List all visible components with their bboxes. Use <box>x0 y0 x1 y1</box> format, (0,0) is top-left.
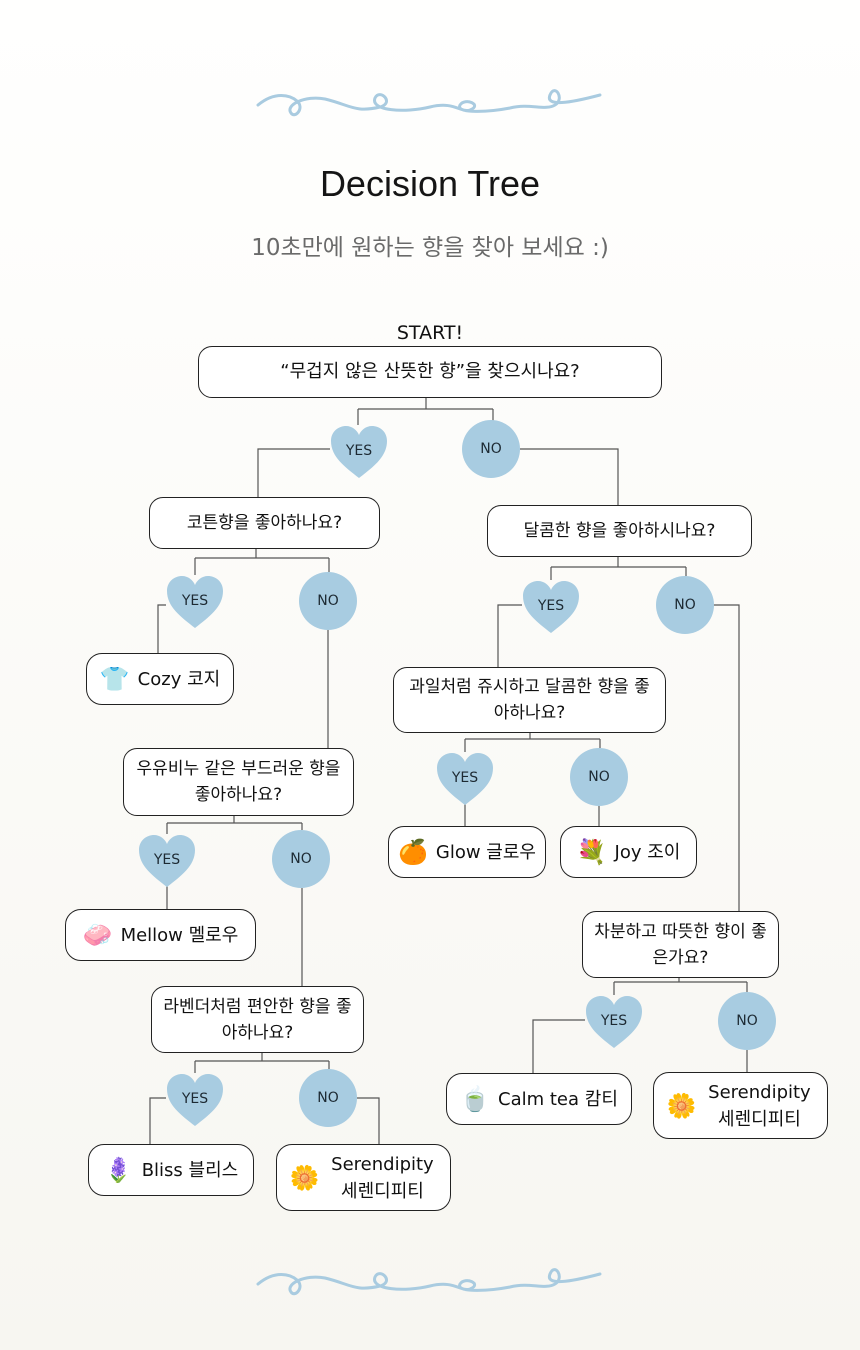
lavender-icon: 🪻 <box>103 1156 134 1184</box>
heart-icon <box>331 426 387 478</box>
tea-cup-icon: 🍵 <box>460 1085 491 1113</box>
question-q5: 우유비누 같은 부드러운 향을 좋아하나요? <box>123 748 354 816</box>
meadow-icon: 🌼 <box>289 1163 320 1192</box>
no-circle-q1: NO <box>462 420 520 478</box>
no-circle-q4: NO <box>570 748 628 806</box>
yes-heart-q2: YES <box>165 575 225 631</box>
yes-heart-q1: YES <box>329 425 389 481</box>
heart-icon <box>523 581 579 633</box>
yes-heart-q7: YES <box>165 1073 225 1129</box>
question-q4: 과일처럼 쥬시하고 달콤한 향을 좋아하나요? <box>393 667 666 733</box>
heart-icon <box>139 835 195 887</box>
start-label: START! <box>396 322 464 344</box>
decorative-swirl-bottom <box>256 1268 602 1296</box>
no-circle-q2: NO <box>299 572 357 630</box>
citrus-icon: 🍊 <box>398 838 428 866</box>
result-calm-tea: 🍵 Calm tea 캄티 <box>446 1073 632 1125</box>
yes-heart-q4: YES <box>435 752 495 808</box>
page-title: Decision Tree <box>319 163 541 204</box>
result-serendipity-left: 🌼 Serendipity 세렌디피티 <box>276 1144 451 1211</box>
question-q2: 코튼향을 좋아하나요? <box>149 497 380 549</box>
result-joy: 💐 Joy 조이 <box>560 826 697 878</box>
result-mellow: 🧼 Mellow 멜로우 <box>65 909 256 961</box>
question-q6: 차분하고 따뜻한 향이 좋은가요? <box>582 911 779 978</box>
heart-icon <box>167 1074 223 1126</box>
meadow-icon: 🌼 <box>666 1091 697 1120</box>
soap-icon: 🧼 <box>82 921 113 949</box>
question-q1: “무겁지 않은 산뜻한 향”을 찾으시나요? <box>198 346 662 398</box>
result-serendipity-right: 🌼 Serendipity 세렌디피티 <box>653 1072 828 1139</box>
result-glow: 🍊 Glow 글로우 <box>388 826 546 878</box>
decorative-swirl-top <box>256 89 602 117</box>
heart-icon <box>437 753 493 805</box>
yes-heart-q6: YES <box>584 995 644 1051</box>
result-cozy: 👕 Cozy 코지 <box>86 653 234 705</box>
no-circle-q3: NO <box>656 576 714 634</box>
flower-icon: 💐 <box>576 838 607 866</box>
heart-icon <box>167 576 223 628</box>
page-subtitle: 10초만에 원하는 향을 찾아 보세요 :) <box>251 235 609 261</box>
yes-heart-q5: YES <box>137 834 197 890</box>
question-q7: 라벤더처럼 편안한 향을 좋아하나요? <box>151 986 364 1053</box>
no-circle-q5: NO <box>272 830 330 888</box>
heart-icon <box>586 996 642 1048</box>
question-q3: 달콤한 향을 좋아하시나요? <box>487 505 752 557</box>
result-bliss: 🪻 Bliss 블리스 <box>88 1144 254 1196</box>
no-circle-q7: NO <box>299 1069 357 1127</box>
yes-heart-q3: YES <box>521 580 581 636</box>
no-circle-q6: NO <box>718 992 776 1050</box>
tshirt-icon: 👕 <box>99 665 130 693</box>
